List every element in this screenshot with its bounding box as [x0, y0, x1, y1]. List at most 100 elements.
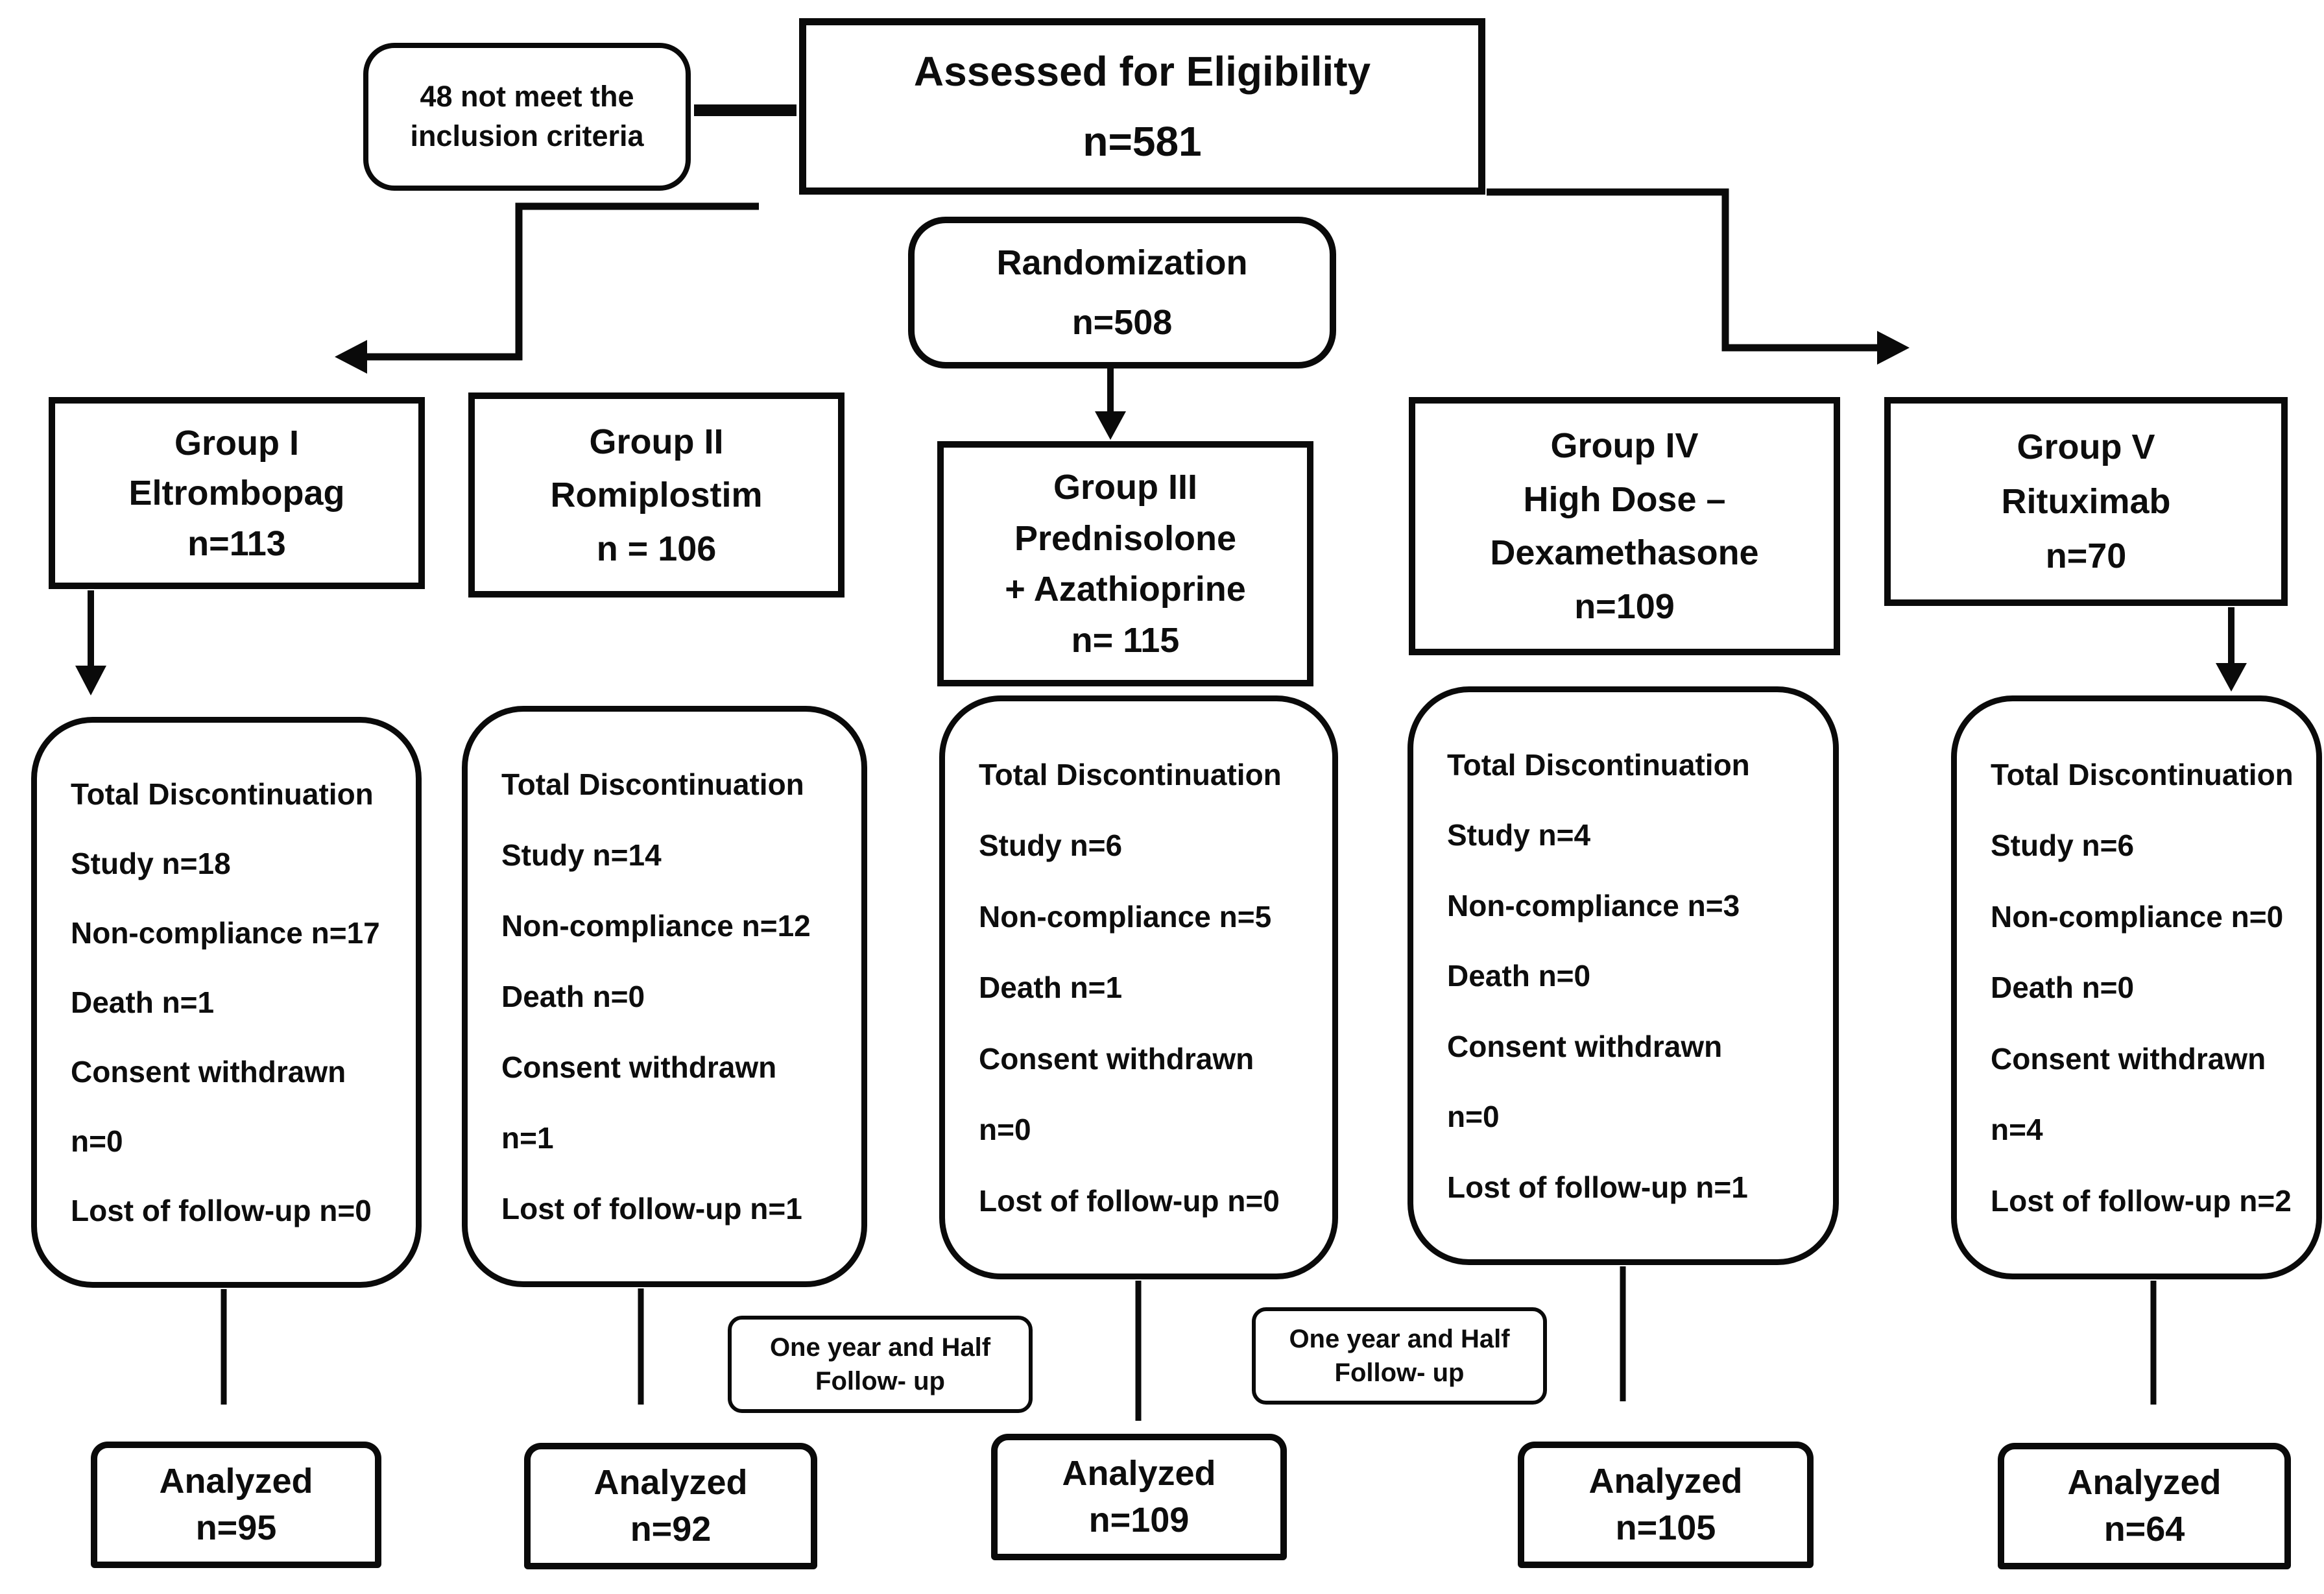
connector-elbow-right: [1487, 188, 1880, 352]
disc-5-total: Total Discontinuation: [1991, 757, 2294, 791]
group-5-name: Group V: [2017, 428, 2155, 466]
disc-5-death: Death n=0: [1991, 971, 2135, 1004]
group-3-name: Group III: [1053, 468, 1197, 507]
disc-1-non-compliance: Non-compliance n=17: [71, 916, 380, 950]
disc-3-death: Death n=1: [979, 971, 1123, 1004]
group-2-analyzed-box: Analyzed n=92: [524, 1443, 817, 1569]
analyzed-5-count: n=64: [2103, 1509, 2185, 1549]
group-1-box: Group I Eltrombopag n=113: [49, 397, 425, 589]
arrowhead-down-group-1-icon: [75, 666, 106, 695]
excluded-line-2: inclusion criteria: [410, 119, 644, 152]
excluded-box: 48 not meet the inclusion criteria: [363, 43, 691, 191]
group-4-name: Group IV: [1550, 426, 1699, 466]
disc-3-lost-followup: Lost of follow-up n=0: [979, 1183, 1280, 1218]
group-5-analyzed-box: Analyzed n=64: [1998, 1443, 2291, 1569]
disc-3-non-compliance: Non-compliance n=5: [979, 899, 1272, 934]
disc-2-non-compliance: Non-compliance n=12: [501, 909, 811, 943]
analyzed-1-count: n=95: [195, 1508, 277, 1547]
disc-5-non-compliance: Non-compliance n=0: [1991, 899, 2284, 934]
group-1-name: Group I: [174, 423, 299, 463]
randomization-box: Randomization n=508: [908, 217, 1336, 368]
disc-3-consent: Consent withdrawn: [979, 1041, 1254, 1076]
disc-4-lost-followup: Lost of follow-up n=1: [1447, 1170, 1748, 1204]
group-2-name: Group II: [589, 422, 724, 461]
disc-4-death: Death n=0: [1447, 959, 1591, 993]
group-1-analyzed-box: Analyzed n=95: [91, 1442, 381, 1568]
disc-5-lost-followup: Lost of follow-up n=2: [1991, 1183, 2292, 1218]
analyzed-4-count: n=105: [1615, 1508, 1716, 1547]
group-3-count: n= 115: [1071, 620, 1180, 660]
followup-label-left: One year and Half Follow- up: [728, 1316, 1033, 1413]
group-4-count: n=109: [1574, 586, 1675, 626]
group-3-drug-2: + Azathioprine: [1005, 570, 1246, 609]
eligibility-count: n=581: [1083, 118, 1202, 165]
disc-5-consent-count: n=4: [1991, 1113, 2043, 1146]
eligibility-title: Assessed for Eligibility: [913, 48, 1371, 95]
group-4-analyzed-box: Analyzed n=105: [1518, 1442, 1814, 1568]
followup-right-line-1: One year and Half: [1289, 1325, 1510, 1353]
disc-5-study: Study n=6: [1991, 828, 2135, 862]
disc-4-study: Study n=4: [1447, 818, 1591, 852]
analyzed-3-label: Analyzed: [1062, 1454, 1216, 1493]
group-4-box: Group IV High Dose – Dexamethasone n=109: [1409, 397, 1840, 655]
disc-4-non-compliance: Non-compliance n=3: [1447, 888, 1740, 923]
group-1-count: n=113: [187, 524, 286, 563]
disc-1-total: Total Discontinuation: [71, 777, 374, 811]
disc-1-lost-followup: Lost of follow-up n=0: [71, 1194, 372, 1227]
disc-2-consent-count: n=1: [501, 1121, 554, 1155]
group-3-analyzed-box: Analyzed n=109: [991, 1434, 1287, 1560]
disc-1-consent: Consent withdrawn: [71, 1055, 346, 1089]
analyzed-2-label: Analyzed: [593, 1463, 748, 1503]
group-5-box: Group V Rituximab n=70: [1884, 397, 2288, 606]
analyzed-1-label: Analyzed: [159, 1462, 313, 1501]
group-5-drug: Rituximab: [2001, 482, 2171, 521]
arrowhead-down-group-5-icon: [2216, 663, 2247, 692]
group-5-discontinuation-box: Total Discontinuation Study n=6 Non-comp…: [1951, 695, 2322, 1279]
arrowhead-left-icon: [335, 340, 367, 374]
group-4-drug-1: High Dose –: [1523, 479, 1726, 519]
disc-2-death: Death n=0: [501, 980, 645, 1013]
eligibility-box: Assessed for Eligibility n=581: [799, 18, 1485, 195]
excluded-line-1: 48 not meet the: [420, 80, 634, 114]
group-4-drug-2: Dexamethasone: [1490, 533, 1759, 573]
group-4-discontinuation-box: Total Discontinuation Study n=4 Non-comp…: [1408, 686, 1839, 1265]
connector-elbow-left: [358, 202, 759, 361]
group-3-box: Group III Prednisolone + Azathioprine n=…: [937, 441, 1313, 686]
disc-2-consent: Consent withdrawn: [501, 1050, 777, 1084]
arrowhead-right-icon: [1877, 331, 1910, 365]
disc-1-study: Study n=18: [71, 847, 231, 880]
arrowhead-down-group-3-icon: [1095, 411, 1126, 440]
disc-1-consent-count: n=0: [71, 1124, 123, 1158]
randomization-count: n=508: [1072, 303, 1173, 342]
analyzed-2-count: n=92: [630, 1509, 712, 1549]
disc-1-death: Death n=1: [71, 985, 215, 1019]
disc-2-total: Total Discontinuation: [501, 767, 804, 801]
randomization-title: Randomization: [996, 243, 1248, 282]
disc-4-total: Total Discontinuation: [1447, 747, 1750, 782]
disc-4-consent-count: n=0: [1447, 1100, 1500, 1133]
followup-left-line-2: Follow- up: [815, 1367, 945, 1395]
followup-left-line-1: One year and Half: [769, 1333, 991, 1362]
disc-5-consent: Consent withdrawn: [1991, 1041, 2266, 1076]
group-1-drug: Eltrombopag: [128, 474, 345, 513]
group-2-box: Group II Romiplostim n = 106: [468, 392, 845, 598]
disc-2-lost-followup: Lost of follow-up n=1: [501, 1192, 802, 1226]
followup-label-right: One year and Half Follow- up: [1252, 1307, 1547, 1405]
group-2-discontinuation-box: Total Discontinuation Study n=14 Non-com…: [462, 706, 867, 1287]
disc-3-study: Study n=6: [979, 828, 1123, 862]
disc-3-total: Total Discontinuation: [979, 757, 1282, 791]
disc-3-consent-count: n=0: [979, 1113, 1031, 1146]
followup-right-line-2: Follow- up: [1334, 1359, 1465, 1387]
analyzed-4-label: Analyzed: [1588, 1462, 1743, 1501]
disc-4-consent: Consent withdrawn: [1447, 1029, 1723, 1063]
group-3-discontinuation-box: Total Discontinuation Study n=6 Non-comp…: [939, 695, 1338, 1279]
group-1-discontinuation-box: Total Discontinuation Study n=18 Non-com…: [31, 717, 422, 1288]
group-3-drug-1: Prednisolone: [1014, 518, 1237, 558]
group-2-drug: Romiplostim: [550, 476, 763, 514]
analyzed-3-count: n=109: [1088, 1500, 1190, 1540]
analyzed-5-label: Analyzed: [2067, 1463, 2222, 1503]
group-2-count: n = 106: [596, 529, 717, 568]
group-5-count: n=70: [2045, 537, 2127, 575]
